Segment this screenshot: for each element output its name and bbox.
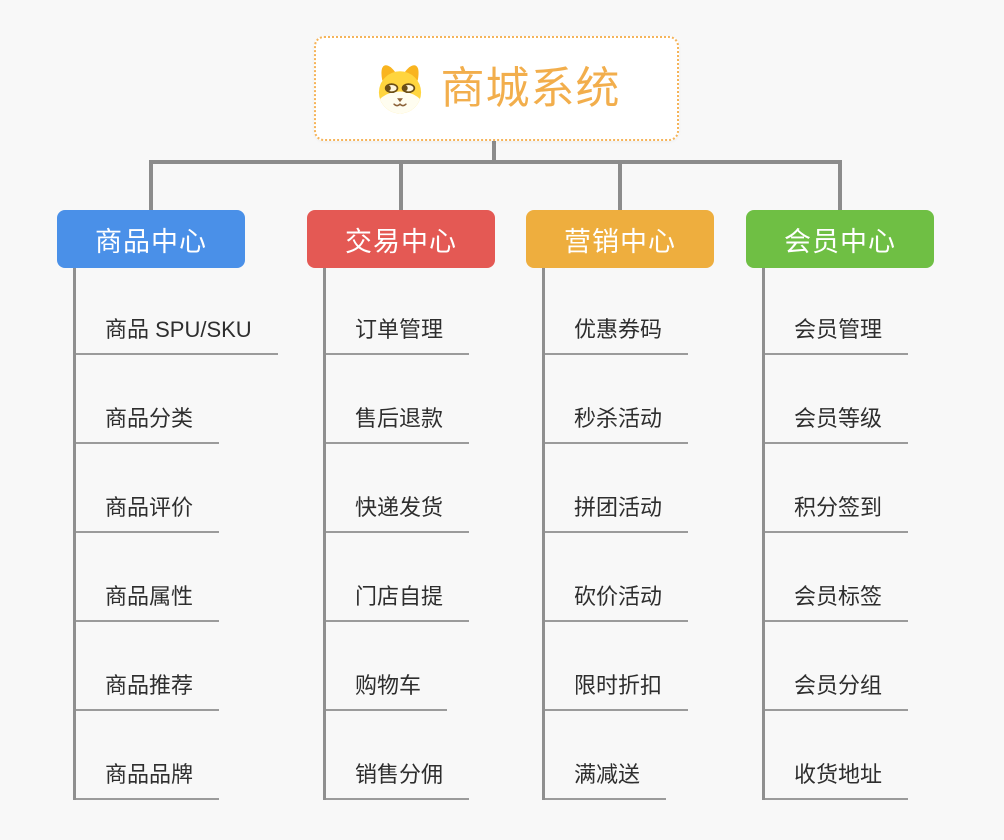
branch-node-member-center[interactable]: 会员中心 (746, 210, 934, 268)
list-item: 商品属性 (73, 533, 278, 622)
list-item: 商品评价 (73, 444, 278, 533)
leaf-node[interactable]: 拼团活动 (542, 490, 689, 533)
leaf-node[interactable]: 满减送 (542, 757, 667, 800)
branch-node-product-center[interactable]: 商品中心 (57, 210, 245, 268)
connector-drop-branch-3 (618, 160, 622, 210)
list-item: 商品 SPU/SKU (73, 268, 278, 355)
list-item: 售后退款 (323, 355, 470, 444)
list-item: 优惠券码 (542, 268, 689, 355)
list-item: 商品品牌 (73, 711, 278, 800)
leaf-node[interactable]: 商品分类 (73, 401, 220, 444)
leaf-node[interactable]: 砍价活动 (542, 579, 689, 622)
branch-item-list: 会员管理 会员等级 积分签到 会员标签 会员分组 收货地址 (762, 268, 909, 800)
list-item: 拼团活动 (542, 444, 689, 533)
list-item: 订单管理 (323, 268, 470, 355)
connector-drop-branch-2 (399, 160, 403, 210)
root-node-mall-system[interactable]: 商城系统 (314, 36, 679, 141)
connector-horizontal-bar (149, 160, 842, 164)
branch-product-center: 商品中心 商品 SPU/SKU 商品分类 商品评价 商品属性 商品推荐 商品品牌 (57, 210, 278, 800)
branch-node-marketing-center[interactable]: 营销中心 (526, 210, 714, 268)
list-item: 商品推荐 (73, 622, 278, 711)
leaf-node[interactable]: 秒杀活动 (542, 401, 689, 444)
list-item: 销售分佣 (323, 711, 470, 800)
list-item: 限时折扣 (542, 622, 689, 711)
branch-marketing-center: 营销中心 优惠券码 秒杀活动 拼团活动 砍价活动 限时折扣 满减送 (526, 210, 714, 800)
list-item: 会员等级 (762, 355, 909, 444)
root-node-title: 商城系统 (440, 63, 621, 113)
list-item: 积分签到 (762, 444, 909, 533)
connector-root-stem (492, 139, 496, 164)
list-item: 商品分类 (73, 355, 278, 444)
list-item: 购物车 (323, 622, 469, 711)
list-item: 会员标签 (762, 533, 909, 622)
branch-item-list: 商品 SPU/SKU 商品分类 商品评价 商品属性 商品推荐 商品品牌 (73, 268, 278, 800)
leaf-node[interactable]: 快递发货 (323, 490, 470, 533)
leaf-node[interactable]: 限时折扣 (542, 668, 689, 711)
leaf-node[interactable]: 商品推荐 (73, 668, 220, 711)
branch-item-list: 优惠券码 秒杀活动 拼团活动 砍价活动 限时折扣 满减送 (542, 268, 689, 800)
leaf-node[interactable]: 会员管理 (762, 312, 909, 355)
leaf-node[interactable]: 商品品牌 (73, 757, 220, 800)
branch-item-list: 订单管理 售后退款 快递发货 门店自提 购物车 销售分佣 (323, 268, 470, 800)
list-item: 满减送 (542, 711, 688, 800)
leaf-node[interactable]: 优惠券码 (542, 312, 689, 355)
leaf-node[interactable]: 商品评价 (73, 490, 220, 533)
leaf-node[interactable]: 收货地址 (762, 757, 909, 800)
list-item: 秒杀活动 (542, 355, 689, 444)
leaf-node[interactable]: 门店自提 (323, 579, 470, 622)
leaf-node[interactable]: 会员标签 (762, 579, 909, 622)
branch-node-trade-center[interactable]: 交易中心 (307, 210, 495, 268)
leaf-node[interactable]: 会员等级 (762, 401, 909, 444)
connector-drop-branch-4 (838, 160, 842, 210)
branch-member-center: 会员中心 会员管理 会员等级 积分签到 会员标签 会员分组 收货地址 (746, 210, 934, 800)
leaf-node[interactable]: 商品属性 (73, 579, 220, 622)
leaf-node[interactable]: 售后退款 (323, 401, 470, 444)
leaf-node[interactable]: 销售分佣 (323, 757, 470, 800)
leaf-node[interactable]: 订单管理 (323, 312, 470, 355)
connector-drop-branch-1 (149, 160, 153, 210)
list-item: 会员管理 (762, 268, 909, 355)
branch-trade-center: 交易中心 订单管理 售后退款 快递发货 门店自提 购物车 销售分佣 (307, 210, 495, 800)
dog-icon (378, 64, 421, 113)
list-item: 砍价活动 (542, 533, 689, 622)
list-item: 会员分组 (762, 622, 909, 711)
list-item: 门店自提 (323, 533, 470, 622)
leaf-node[interactable]: 商品 SPU/SKU (73, 312, 278, 355)
leaf-node[interactable]: 积分签到 (762, 490, 909, 533)
leaf-node[interactable]: 会员分组 (762, 668, 909, 711)
list-item: 快递发货 (323, 444, 470, 533)
list-item: 收货地址 (762, 711, 909, 800)
leaf-node[interactable]: 购物车 (323, 668, 448, 711)
